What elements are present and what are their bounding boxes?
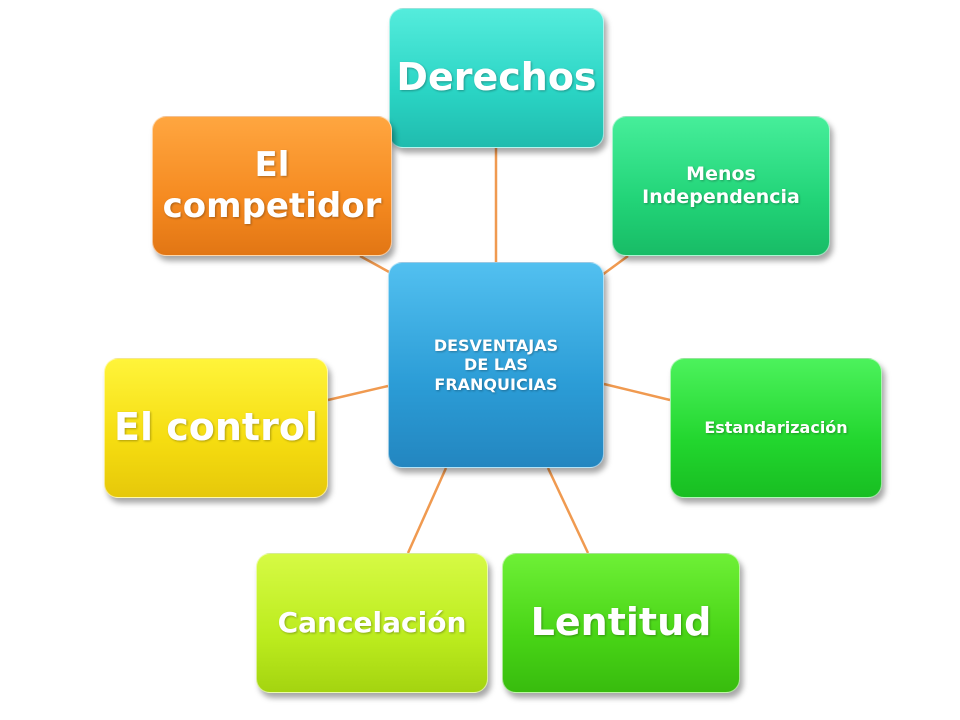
connector-line: [603, 382, 671, 402]
node-label-line: Menos: [686, 163, 756, 186]
node-estandarizacion: Estandarización: [670, 358, 882, 498]
node-menos-independencia: Menos Independencia: [612, 116, 830, 256]
node-label-line: competidor: [162, 186, 382, 226]
node-label: El control: [114, 405, 318, 450]
connector-line: [327, 384, 389, 402]
node-cancelacion: Cancelación: [256, 553, 488, 693]
node-label-line: El: [254, 145, 290, 186]
node-el-control: El control: [104, 358, 328, 498]
center-label-line: DESVENTAJAS: [433, 336, 559, 356]
node-derechos: Derechos: [389, 8, 604, 148]
center-label: DESVENTAJAS DE LAS FRANQUICIAS: [434, 336, 558, 394]
node-el-competidor: El competidor: [152, 116, 392, 256]
connector-line: [546, 467, 590, 554]
node-lentitud: Lentitud: [502, 553, 740, 693]
center-node: DESVENTAJAS DE LAS FRANQUICIAS: [388, 262, 604, 468]
node-label: Lentitud: [530, 600, 712, 645]
node-label: El competidor: [163, 145, 382, 227]
node-label: Cancelación: [277, 606, 467, 640]
node-label: Derechos: [396, 55, 597, 100]
node-label: Menos Independencia: [642, 163, 800, 209]
node-label-line: Independencia: [642, 186, 800, 208]
connector-line: [406, 467, 448, 554]
center-label-line: DE LAS: [464, 355, 528, 375]
node-label: Estandarización: [704, 418, 848, 438]
center-label-line: FRANQUICIAS: [434, 374, 558, 394]
